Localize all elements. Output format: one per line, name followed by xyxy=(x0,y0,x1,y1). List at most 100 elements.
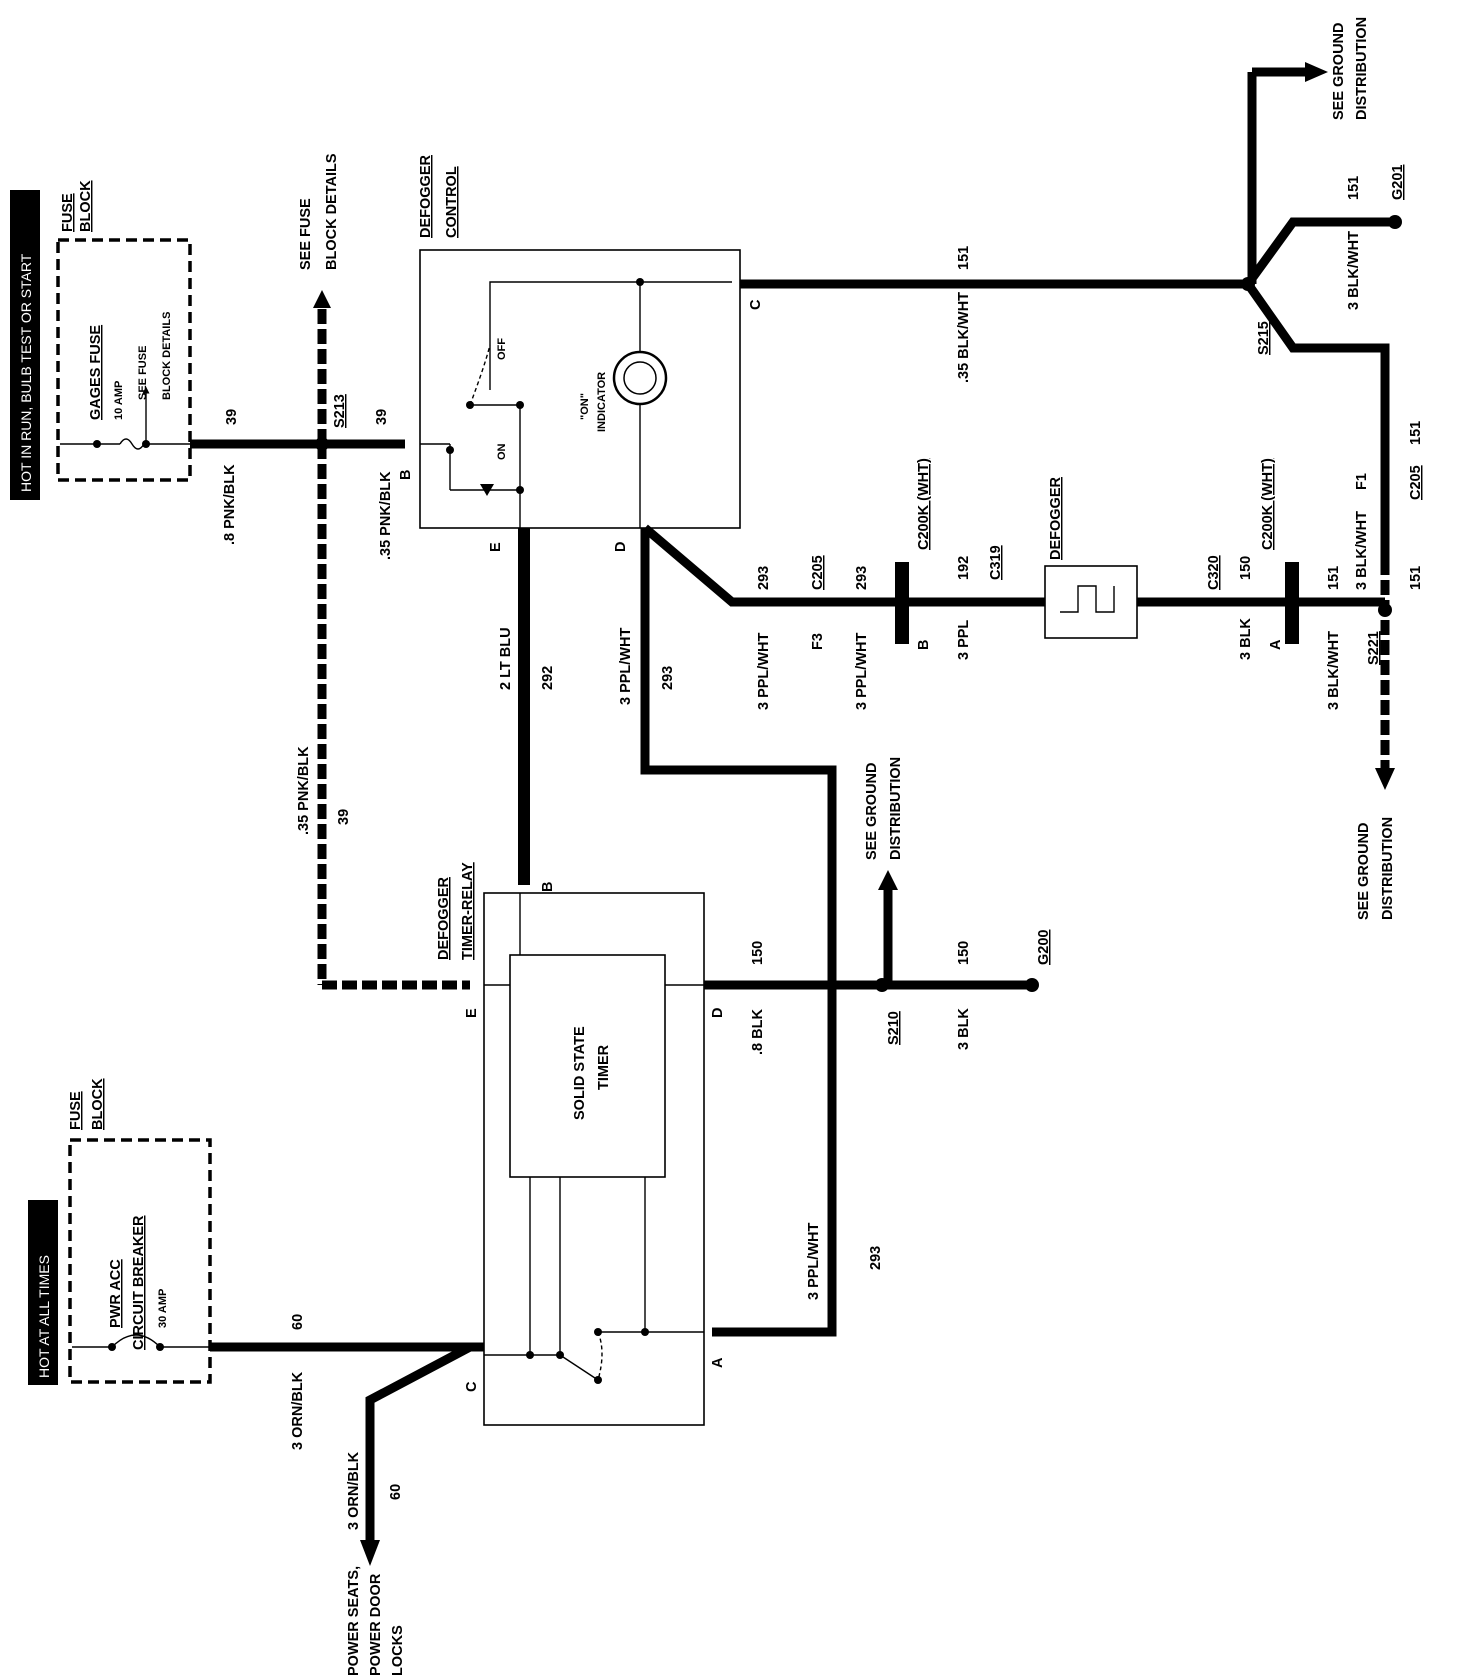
svg-text:3 PPL/WHT: 3 PPL/WHT xyxy=(854,633,870,710)
svg-text:DISTRIBUTION: DISTRIBUTION xyxy=(888,757,904,860)
svg-text:150: 150 xyxy=(956,941,972,965)
svg-text:OFF: OFF xyxy=(496,338,508,360)
wire-293 xyxy=(640,524,900,1337)
svg-text:3 BLK/WHT: 3 BLK/WHT xyxy=(1354,511,1370,590)
svg-text:293: 293 xyxy=(854,566,870,590)
svg-text:BLOCK: BLOCK xyxy=(90,1078,106,1130)
svg-text:192: 192 xyxy=(956,556,972,580)
hot-at-all-times-badge: HOT AT ALL TIMES xyxy=(28,1200,58,1385)
svg-text:3 PPL/WHT: 3 PPL/WHT xyxy=(618,628,634,705)
svg-text:BLOCK DETAILS: BLOCK DETAILS xyxy=(161,312,173,400)
svg-text:3 ORN/BLK: 3 ORN/BLK xyxy=(346,1451,362,1530)
svg-text:3 BLK: 3 BLK xyxy=(1238,618,1254,660)
svg-text:TIMER-RELAY: TIMER-RELAY xyxy=(460,862,476,960)
svg-text:TIMER: TIMER xyxy=(596,1044,612,1090)
svg-text:293: 293 xyxy=(756,566,772,590)
svg-text:3 ORN/BLK: 3 ORN/BLK xyxy=(290,1371,306,1450)
svg-text:A: A xyxy=(1268,639,1284,650)
svg-text:C205: C205 xyxy=(1408,465,1424,500)
svg-text:B: B xyxy=(540,882,556,892)
svg-text:C: C xyxy=(464,1381,480,1392)
svg-text:C200K (WHT): C200K (WHT) xyxy=(1260,458,1276,550)
svg-text:HOT IN RUN, BULB TEST OR START: HOT IN RUN, BULB TEST OR START xyxy=(18,253,34,492)
svg-text:2 LT BLU: 2 LT BLU xyxy=(498,627,514,690)
svg-text:30 AMP: 30 AMP xyxy=(157,1289,169,1328)
svg-text:C320: C320 xyxy=(1206,555,1222,590)
svg-text:DEFOGGER: DEFOGGER xyxy=(436,876,452,960)
svg-text:.8 PNK/BLK: .8 PNK/BLK xyxy=(222,464,238,545)
svg-text:LOCKS: LOCKS xyxy=(390,1625,406,1676)
svg-text:3 BLK: 3 BLK xyxy=(956,1008,972,1050)
svg-text:151: 151 xyxy=(1326,566,1342,590)
svg-text:D: D xyxy=(710,1008,726,1018)
svg-text:FUSE: FUSE xyxy=(68,1091,84,1130)
svg-text:B: B xyxy=(398,470,414,480)
connector-c200k xyxy=(895,562,1299,644)
svg-text:39: 39 xyxy=(224,409,240,425)
svg-text:E: E xyxy=(464,1008,480,1018)
defogger-control: DEFOGGER CONTROL "ON" INDICATOR OFF ON xyxy=(418,154,741,529)
svg-text:150: 150 xyxy=(1238,556,1254,580)
svg-text:150: 150 xyxy=(750,941,766,965)
circuit-breaker-label: CIRCUIT BREAKER xyxy=(131,1215,147,1350)
wire-150-ground xyxy=(704,870,1039,992)
svg-text:3 BLK/WHT: 3 BLK/WHT xyxy=(1346,231,1362,310)
wire-151 xyxy=(740,62,1402,790)
svg-text:293: 293 xyxy=(868,1246,884,1270)
svg-text:PWR ACC: PWR ACC xyxy=(108,1259,124,1328)
svg-text:DISTRIBUTION: DISTRIBUTION xyxy=(1354,17,1370,120)
splice-s215: S215 xyxy=(1256,321,1272,355)
splice-s213: S213 xyxy=(332,394,348,428)
svg-text:A: A xyxy=(710,1357,726,1368)
ground-g200: G200 xyxy=(1036,930,1052,965)
svg-text:SEE FUSE: SEE FUSE xyxy=(137,346,149,400)
svg-text:SEE GROUND: SEE GROUND xyxy=(1356,823,1372,921)
svg-text:39: 39 xyxy=(374,409,390,425)
svg-text:INDICATOR: INDICATOR xyxy=(596,372,608,432)
svg-text:151: 151 xyxy=(1408,421,1424,445)
svg-text:C319: C319 xyxy=(988,545,1004,580)
svg-text:SEE FUSE: SEE FUSE xyxy=(298,198,314,270)
svg-text:B: B xyxy=(916,640,932,650)
svg-text:60: 60 xyxy=(388,1484,404,1500)
svg-text:C200K (WHT): C200K (WHT) xyxy=(916,458,932,550)
svg-text:293: 293 xyxy=(660,666,676,690)
svg-text:BLOCK DETAILS: BLOCK DETAILS xyxy=(324,153,340,270)
svg-text:292: 292 xyxy=(540,666,556,690)
svg-text:POWER SEATS,: POWER SEATS, xyxy=(346,1566,362,1676)
svg-text:.35 PNK/BLK: .35 PNK/BLK xyxy=(378,471,394,560)
svg-text:3 PPL/WHT: 3 PPL/WHT xyxy=(806,1223,822,1300)
svg-text:.35 BLK/WHT: .35 BLK/WHT xyxy=(956,292,972,383)
svg-text:DEFOGGER: DEFOGGER xyxy=(1048,476,1064,560)
svg-text:F1: F1 xyxy=(1354,473,1370,490)
svg-text:FUSE: FUSE xyxy=(60,193,76,232)
gages-fuse-label: GAGES FUSE xyxy=(88,325,104,420)
svg-text:SOLID STATE: SOLID STATE xyxy=(572,1026,588,1120)
svg-text:.35 PNK/BLK: .35 PNK/BLK xyxy=(296,746,312,835)
ground-g201: G201 xyxy=(1390,165,1406,200)
hot-in-run-badge: HOT IN RUN, BULB TEST OR START xyxy=(10,190,40,500)
svg-text:DISTRIBUTION: DISTRIBUTION xyxy=(1380,817,1396,920)
svg-text:POWER DOOR: POWER DOOR xyxy=(368,1573,384,1676)
svg-text:E: E xyxy=(488,542,504,552)
svg-text:CONTROL: CONTROL xyxy=(444,166,460,238)
circuit-breaker-fuse-block: FUSE BLOCK PWR ACC CIRCUIT BREAKER 30 AM… xyxy=(68,1078,212,1384)
svg-text:151: 151 xyxy=(1346,176,1362,200)
svg-text:D: D xyxy=(613,542,629,552)
svg-text:151: 151 xyxy=(956,246,972,270)
svg-text:ON: ON xyxy=(496,443,508,460)
svg-text:.8 BLK: .8 BLK xyxy=(750,1009,766,1055)
svg-text:HOT AT ALL TIMES: HOT AT ALL TIMES xyxy=(36,1255,52,1378)
svg-text:3 PPL/WHT: 3 PPL/WHT xyxy=(756,633,772,710)
svg-text:F3: F3 xyxy=(810,633,826,650)
svg-text:3 BLK/WHT: 3 BLK/WHT xyxy=(1326,631,1342,710)
svg-text:3 PPL: 3 PPL xyxy=(956,620,972,660)
rear-defogger-grid: DEFOGGER xyxy=(1044,476,1138,639)
svg-text:SEE GROUND: SEE GROUND xyxy=(864,763,880,861)
svg-text:10 AMP: 10 AMP xyxy=(113,381,125,420)
wire-39 xyxy=(190,290,470,990)
svg-text:"ON": "ON" xyxy=(579,393,591,420)
wire-150-defogger xyxy=(1137,597,1392,617)
wire-60 xyxy=(210,1342,484,1566)
